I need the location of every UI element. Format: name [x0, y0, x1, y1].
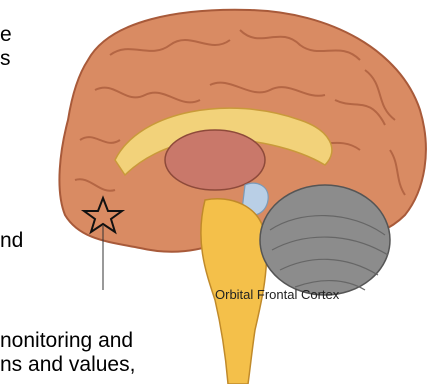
cerebellum — [260, 185, 390, 295]
diagram-caption: Orbital Frontal Cortex — [215, 287, 339, 302]
thalamus — [165, 130, 265, 190]
